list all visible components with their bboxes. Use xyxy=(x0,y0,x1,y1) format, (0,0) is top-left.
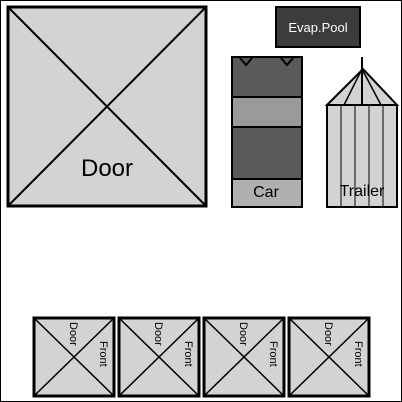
front-door-front-label: Front xyxy=(352,341,364,367)
front-door-door-label: Door xyxy=(67,322,79,346)
front-door-4[interactable]: Door Front xyxy=(287,316,371,398)
car-label: Car xyxy=(253,184,279,201)
car[interactable]: Car xyxy=(231,56,303,208)
evap-pool-label: Evap.Pool xyxy=(288,20,347,35)
front-door-door-label: Door xyxy=(322,322,334,346)
front-door-2[interactable]: Door Front xyxy=(117,316,201,398)
main-door-label: Door xyxy=(81,155,133,182)
trailer-box xyxy=(326,104,398,208)
evap-pool[interactable]: Evap.Pool xyxy=(275,6,361,48)
front-door-door-label: Door xyxy=(237,322,249,346)
front-door-door-label: Door xyxy=(152,322,164,346)
front-door-front-label: Front xyxy=(182,341,194,367)
trailer-hitch-arm-right xyxy=(361,68,382,106)
evap-pool-box xyxy=(275,6,361,48)
front-door-diagonal-b xyxy=(203,317,285,397)
main-door[interactable]: Door xyxy=(6,5,208,208)
car-trunk xyxy=(231,178,303,208)
trailer[interactable]: Trailer xyxy=(324,57,400,208)
trailer-hitch-arm-left xyxy=(343,68,363,106)
car-right-mirror xyxy=(280,57,294,67)
front-door-3[interactable]: Door Front xyxy=(202,316,286,398)
front-door-1[interactable]: Door Front xyxy=(32,316,116,398)
front-door-diagonal-b xyxy=(288,317,370,397)
main-door-diagonal-b xyxy=(7,6,207,207)
trailer-label: Trailer xyxy=(340,183,385,200)
car-windshield xyxy=(231,96,303,128)
car-left-mirror xyxy=(239,57,253,67)
front-door-front-label: Front xyxy=(97,341,109,367)
front-door-diagonal-b xyxy=(118,317,200,397)
front-door-diagonal-b xyxy=(33,317,115,397)
front-door-front-label: Front xyxy=(267,341,279,367)
